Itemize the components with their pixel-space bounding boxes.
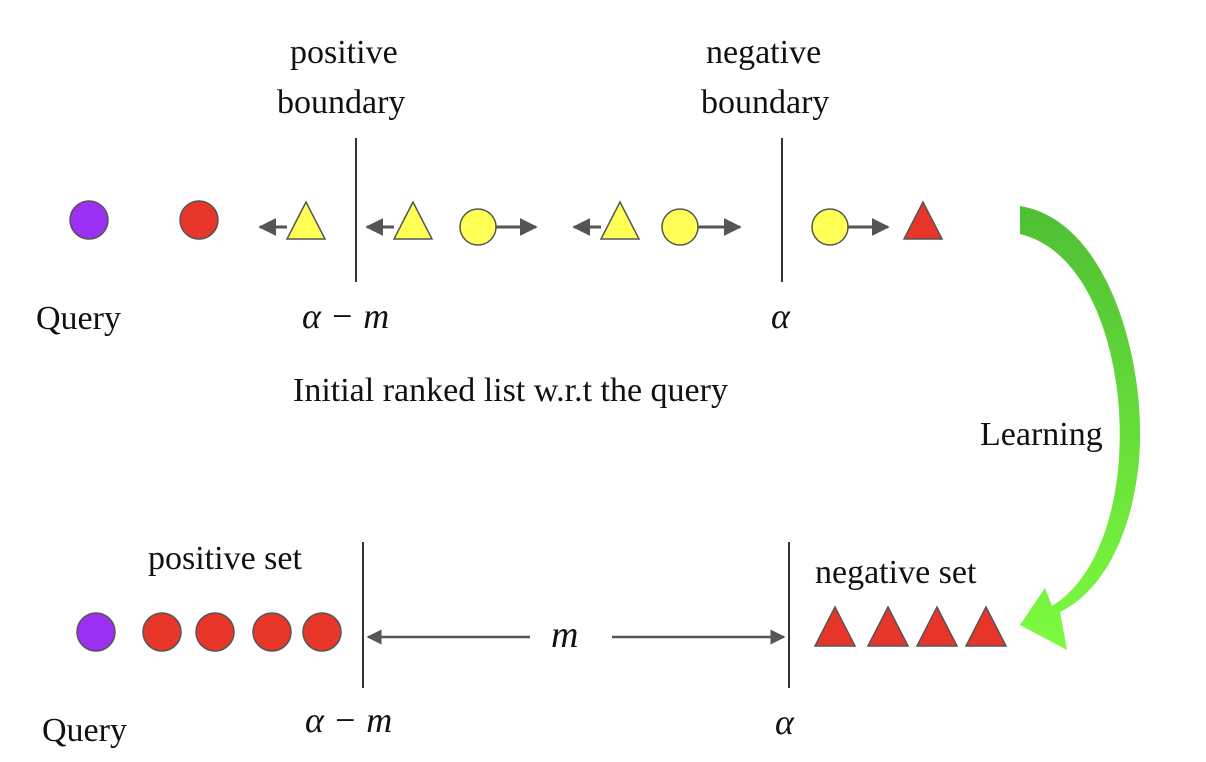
bottom-alpha-minus-m-label: α − m xyxy=(305,700,393,740)
positive-circle xyxy=(302,612,342,652)
bottom-alpha-label: α xyxy=(775,702,794,742)
negative-triangle xyxy=(964,605,1008,647)
negative-boundary-label-line2: boundary xyxy=(701,84,830,121)
query-circle xyxy=(69,200,109,240)
negative-triangle xyxy=(813,605,857,647)
positive-circle xyxy=(195,612,235,652)
positive-boundary-label-line2: boundary xyxy=(277,84,406,121)
negative-set-label: negative set xyxy=(815,554,977,591)
negative-triangle xyxy=(866,605,910,647)
query-circle xyxy=(76,612,116,652)
learning-arrow xyxy=(1020,206,1141,650)
ambiguous-circle xyxy=(811,208,849,246)
positive-circle xyxy=(142,612,182,652)
bottom-query-label: Query xyxy=(42,712,127,749)
negative-triangle xyxy=(915,605,959,647)
alpha-label: α xyxy=(771,296,790,336)
ambiguous-circle xyxy=(661,208,699,246)
ambiguous-triangle xyxy=(599,200,641,240)
ambiguous-triangle xyxy=(392,200,434,240)
query-label: Query xyxy=(36,300,121,337)
negative-boundary-label-line1: negative xyxy=(706,34,822,71)
ambiguous-triangle xyxy=(285,200,327,240)
negative-triangle xyxy=(902,200,944,240)
positive-boundary-label-line1: positive xyxy=(290,34,398,71)
caption: Initial ranked list w.r.t the query xyxy=(293,372,728,409)
learning-label: Learning xyxy=(978,416,1105,453)
positive-circle xyxy=(252,612,292,652)
positive-set-label: positive set xyxy=(148,540,302,577)
ambiguous-circle xyxy=(459,208,497,246)
alpha-minus-m-label: α − m xyxy=(302,296,390,336)
margin-label: m xyxy=(551,614,579,656)
positive-circle xyxy=(179,200,219,240)
